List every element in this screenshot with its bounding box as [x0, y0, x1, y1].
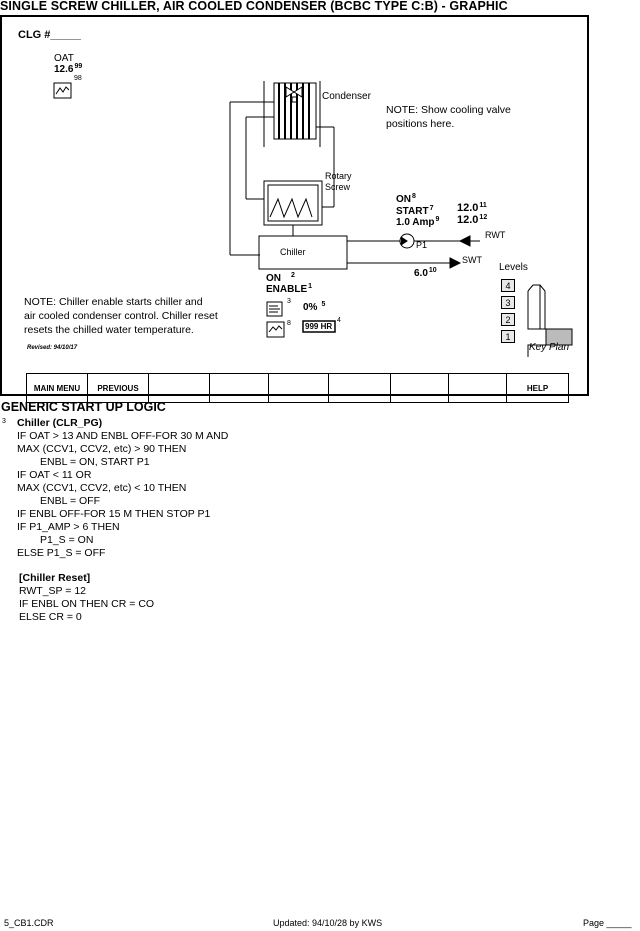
screw-label: Screw	[325, 182, 351, 192]
clg-label: CLG #_____	[18, 29, 81, 41]
percent-row: 0%5	[303, 301, 326, 314]
logic-line: IF OAT > 13 AND ENBL OFF-FOR 30 M AND	[17, 430, 229, 442]
logic-line: P1_S = ON	[40, 534, 94, 546]
logic-line: IF P1_AMP > 6 THEN	[17, 521, 120, 533]
hours-ref: 4	[337, 317, 341, 324]
help-button[interactable]: HELP	[526, 383, 549, 393]
rwt-setpoint-ref: 12	[479, 214, 488, 221]
enable-note-line3: resets the chilled water temperature.	[24, 324, 194, 336]
document-icon[interactable]	[267, 302, 282, 316]
logic-line: IF ENBL OFF-FOR 15 M THEN STOP P1	[17, 508, 211, 520]
condenser-coil	[273, 82, 317, 140]
pump-start[interactable]: START	[396, 206, 429, 217]
pump-status: ON	[396, 194, 411, 205]
key-plan-label: Key Plan	[529, 342, 570, 353]
main-menu-button[interactable]: MAIN MENU	[27, 374, 88, 402]
rwt-ref: 11	[479, 202, 487, 209]
previous-button[interactable]: PREVIOUS	[88, 374, 149, 402]
nav-button-8[interactable]	[449, 374, 507, 402]
enable-status-row: ON 2	[266, 272, 295, 285]
document-ref: 3	[287, 298, 291, 305]
logic-line: IF OAT < 11 OR	[17, 469, 92, 481]
pump-status-row: ON8	[396, 193, 416, 206]
nav-button-7[interactable]	[391, 374, 449, 402]
revised-date: Revised: 94/10/17	[27, 345, 78, 351]
enable-note-line2: air cooled condenser control. Chiller re…	[24, 310, 218, 322]
pump-amp: 1.0 Amp	[396, 217, 435, 228]
nav-button-4[interactable]	[210, 374, 269, 402]
chiller-box	[258, 235, 348, 270]
rotary-label: Rotary	[325, 171, 352, 181]
logic-line: ENBL = OFF	[40, 495, 101, 507]
graphic-panel: CLG #_____ OAT 12.699 98 Condenser NOTE:…	[0, 15, 589, 403]
logic-line: ENBL = ON, START P1	[40, 456, 150, 468]
logic-section2-title: [Chiller Reset]	[19, 572, 91, 584]
percent-ref: 5	[321, 301, 326, 308]
footer-updated: Updated: 94/10/28 by KWS	[273, 918, 383, 928]
condenser-label: Condenser	[322, 91, 371, 102]
pump-amp-row: 1.0 Amp9	[396, 216, 440, 229]
levels-label: Levels	[499, 262, 528, 273]
oat-ref: 99	[74, 63, 83, 70]
level-4-button[interactable]: 4	[501, 279, 515, 292]
oat-trend-ref: 98	[74, 75, 82, 82]
page-title: SINGLE SCREW CHILLER, AIR COOLED CONDENS…	[0, 0, 508, 13]
rwt-value-row: 12.011	[457, 202, 487, 215]
logic-item-ref: 3	[2, 418, 6, 425]
chiller-schematic	[53, 81, 573, 357]
footer-page: Page _____	[583, 918, 632, 928]
rwt-value: 12.0	[457, 202, 479, 214]
valve-note-line1: NOTE: Show cooling valve	[386, 104, 511, 116]
rwt-setpoint-row[interactable]: 12.012	[457, 214, 488, 227]
enable-label-row[interactable]: ENABLE1	[266, 283, 313, 296]
logic-section1-title: Chiller (CLR_PG)	[17, 417, 103, 429]
logic-line: IF ENBL ON THEN CR = CO	[19, 598, 155, 610]
swt-value-row: 6.010	[414, 267, 437, 280]
pump-start-row[interactable]: START7	[396, 205, 434, 218]
trend-icon[interactable]	[267, 322, 284, 337]
level-1-button[interactable]: 1	[501, 330, 515, 343]
logic-line: ELSE CR = 0	[19, 611, 82, 623]
swt-label: SWT	[462, 255, 482, 265]
swt-ref: 10	[428, 267, 437, 274]
percent-value: 0%	[303, 302, 318, 313]
logic-line: MAX (CCV1, CCV2, etc) < 10 THEN	[17, 482, 187, 494]
rwt-setpoint[interactable]: 12.0	[457, 214, 479, 226]
level-3-button[interactable]: 3	[501, 296, 515, 309]
rwt-label: RWT	[485, 230, 506, 240]
oat-value: 12.6	[54, 64, 74, 75]
pump-amp-ref: 9	[435, 216, 440, 223]
swt-value: 6.0	[414, 268, 428, 279]
footer-file: 5_CB1.CDR	[4, 918, 54, 928]
enable-status: ON	[266, 273, 281, 284]
logic-line: RWT_SP = 12	[19, 585, 87, 597]
logic-heading: GENERIC START UP LOGIC	[1, 400, 166, 414]
hours-value: 999 HR	[305, 322, 333, 331]
chiller-label: Chiller	[280, 247, 306, 257]
oat-trend-icon[interactable]	[54, 83, 71, 98]
valve-note-line2: positions here.	[386, 118, 455, 130]
enable-status-ref: 2	[291, 272, 295, 279]
nav-button-5[interactable]	[269, 374, 329, 402]
trend-ref: 8	[287, 320, 291, 327]
logic-line: ELSE P1_S = OFF	[17, 547, 106, 559]
enable-note-line1: NOTE: Chiller enable starts chiller and	[24, 296, 203, 308]
enable-label[interactable]: ENABLE	[266, 284, 308, 295]
pump-label: P1	[416, 240, 428, 250]
logic-line: MAX (CCV1, CCV2, etc) > 90 THEN	[17, 443, 187, 455]
nav-button-3[interactable]	[149, 374, 210, 402]
nav-bar: MAIN MENU PREVIOUS HELP	[26, 373, 569, 403]
enable-ref: 1	[308, 283, 313, 290]
level-2-button[interactable]: 2	[501, 313, 515, 326]
pump-status-ref: 8	[412, 193, 416, 200]
oat-value-row: 12.699	[54, 63, 83, 76]
nav-button-6[interactable]	[329, 374, 391, 402]
oat-label: OAT	[54, 53, 74, 64]
pump-start-ref: 7	[429, 205, 434, 212]
